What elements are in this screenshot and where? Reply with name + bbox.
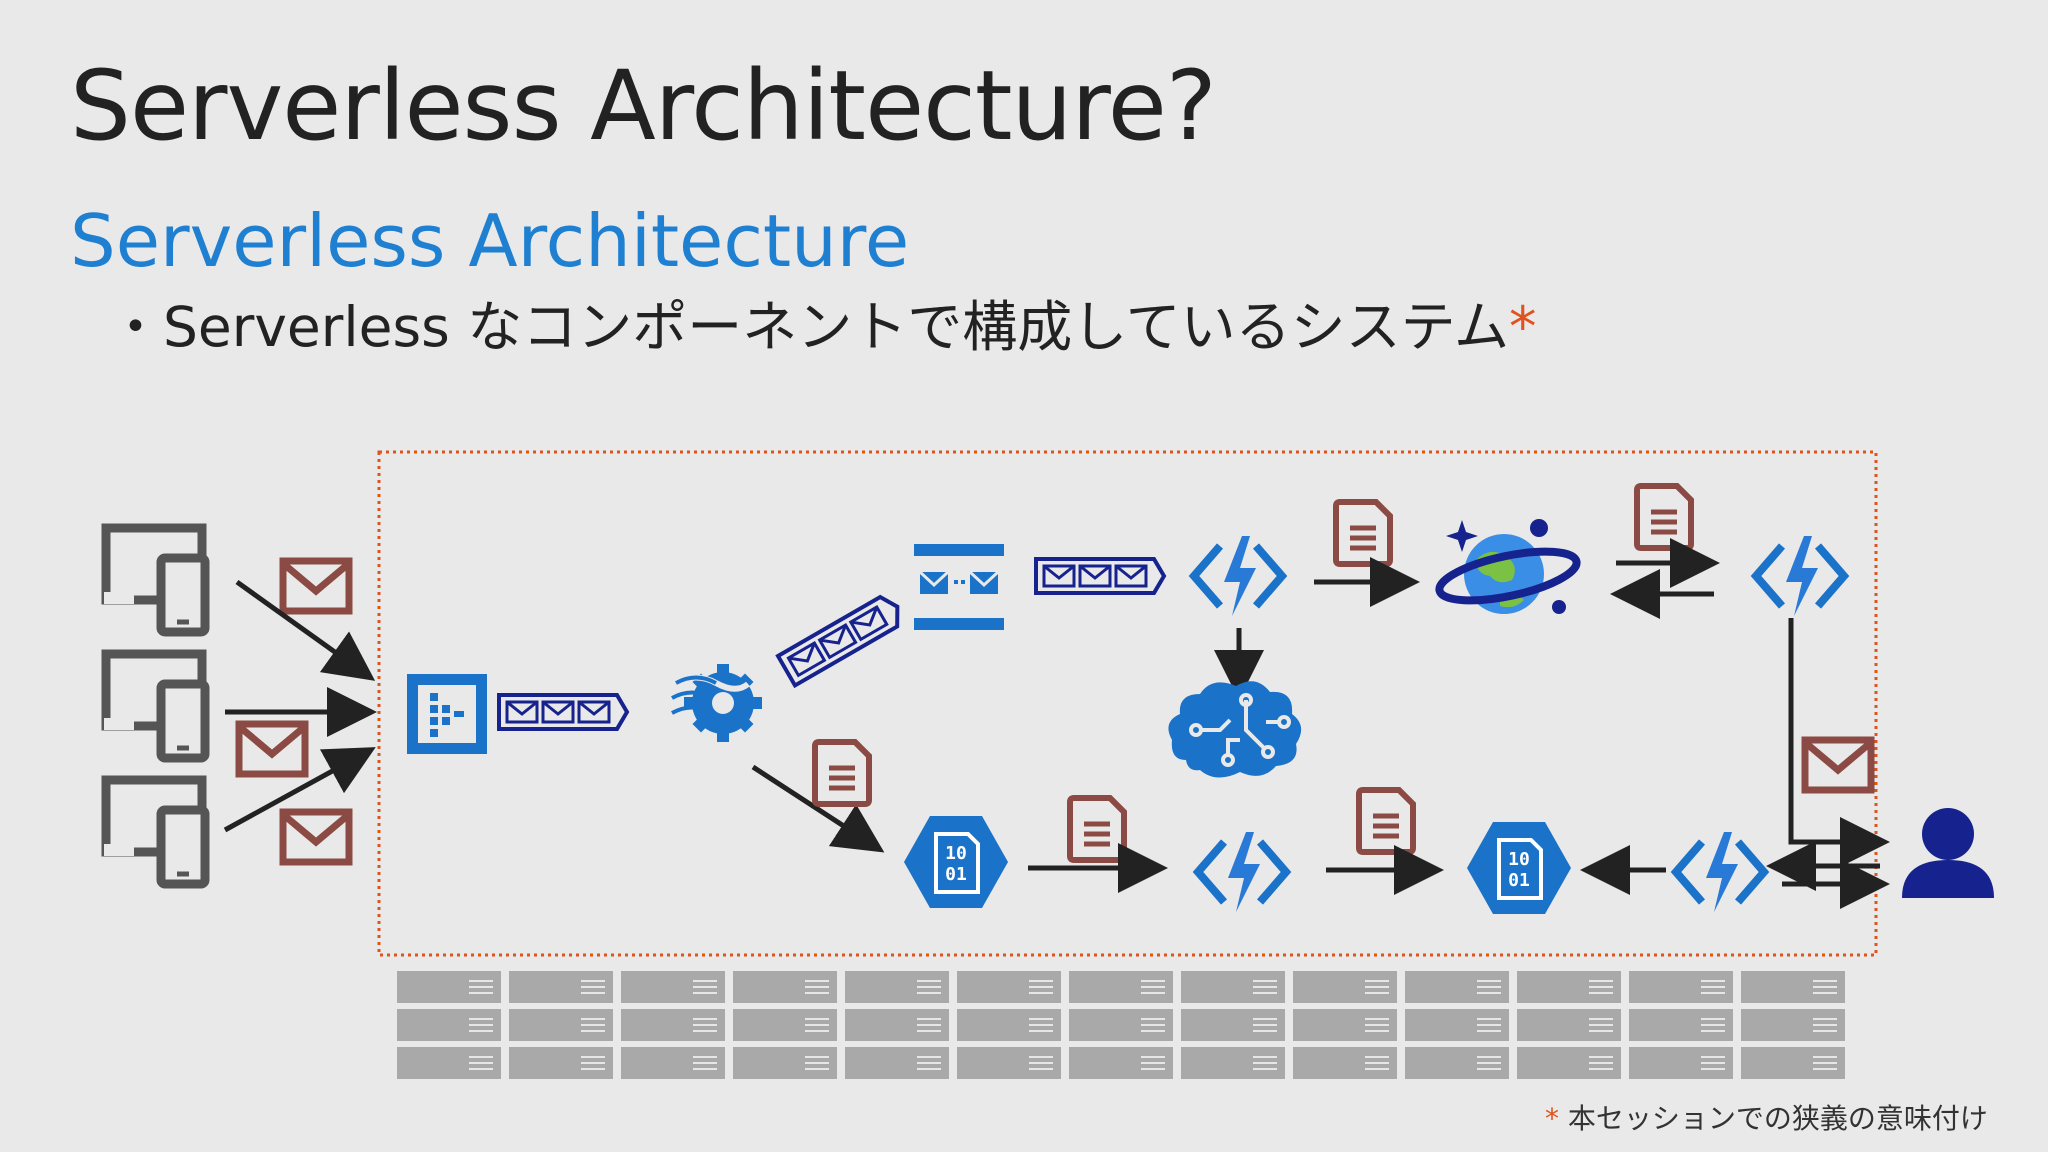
- footnote: * 本セッションでの狭義の意味付け: [1545, 1097, 1988, 1137]
- server-icon: [396, 970, 502, 1004]
- server-icon: [956, 1008, 1062, 1042]
- devices-icon: [104, 780, 205, 884]
- server-icon: [508, 1046, 614, 1080]
- mail-icon: [283, 561, 349, 611]
- document-icon: [1336, 502, 1390, 564]
- footnote-text: 本セッションでの狭義の意味付け: [1567, 1102, 1988, 1135]
- user-icon: [1902, 808, 1994, 898]
- server-icon: [732, 970, 838, 1004]
- server-icon: [1292, 1046, 1398, 1080]
- message-queue-icon: [776, 590, 908, 688]
- bullet-asterisk: *: [1509, 295, 1537, 359]
- document-icon: [1359, 790, 1413, 852]
- server-icon: [1516, 1008, 1622, 1042]
- server-icon: [844, 1046, 950, 1080]
- server-icon: [620, 1008, 726, 1042]
- mail-icon: [283, 812, 349, 862]
- devices-icon: [104, 528, 205, 632]
- function-icon: [1756, 536, 1844, 616]
- blob-label: 10: [945, 843, 967, 864]
- server-icon: [1180, 1008, 1286, 1042]
- service-bus-icon: [914, 544, 1004, 630]
- server-icon: [1180, 970, 1286, 1004]
- cosmos-db-icon: [1435, 519, 1581, 614]
- arrow: [235, 579, 376, 681]
- mail-icon: [239, 724, 305, 774]
- server-icon: [1740, 970, 1846, 1004]
- bullet-text: Serverless なコンポーネントで構成しているシステム: [163, 295, 1509, 359]
- server-icon: [1068, 1046, 1174, 1080]
- server-rack: [396, 970, 1846, 1080]
- bullet-marker: ・: [108, 295, 164, 359]
- server-icon: [1404, 1046, 1510, 1080]
- server-icon: [1740, 1046, 1846, 1080]
- server-icon: [732, 1008, 838, 1042]
- server-icon: [844, 1008, 950, 1042]
- server-icon: [1516, 970, 1622, 1004]
- arrow: [1788, 618, 1890, 867]
- server-icon: [1628, 1008, 1734, 1042]
- message-queue-icon: [497, 693, 629, 731]
- server-icon: [396, 1008, 502, 1042]
- slide-title: Serverless Architecture?: [70, 50, 1217, 162]
- server-icon: [1292, 1008, 1398, 1042]
- server-icon: [956, 1046, 1062, 1080]
- bullet-item: ・Serverless なコンポーネントで構成しているシステム*: [108, 300, 1537, 355]
- blob-storage-icon: 10 01: [902, 814, 1010, 910]
- mail-icon: [1805, 740, 1871, 790]
- server-icon: [1180, 1046, 1286, 1080]
- server-icon: [620, 970, 726, 1004]
- document-icon: [1637, 486, 1691, 548]
- server-icon: [620, 1046, 726, 1080]
- document-icon: [815, 742, 869, 804]
- footnote-asterisk: *: [1545, 1102, 1559, 1135]
- server-icon: [1628, 970, 1734, 1004]
- server-icon: [1740, 1008, 1846, 1042]
- blob-label: 01: [945, 864, 967, 885]
- server-icon: [732, 1046, 838, 1080]
- server-icon: [396, 1046, 502, 1080]
- function-icon: [1676, 832, 1764, 912]
- server-icon: [1628, 1046, 1734, 1080]
- blob-label: 10: [1508, 849, 1530, 870]
- server-icon: [1068, 970, 1174, 1004]
- server-icon: [1404, 1008, 1510, 1042]
- blob-label: 01: [1508, 870, 1530, 891]
- event-hubs-icon: [407, 674, 487, 754]
- server-icon: [1292, 970, 1398, 1004]
- server-icon: [1516, 1046, 1622, 1080]
- server-icon: [1068, 1008, 1174, 1042]
- function-icon: [1198, 832, 1286, 912]
- document-icon: [1070, 798, 1124, 860]
- stream-analytics-icon: [671, 664, 762, 742]
- slide-subtitle: Serverless Architecture: [70, 199, 910, 283]
- function-icon: [1194, 536, 1282, 616]
- server-icon: [508, 970, 614, 1004]
- cognitive-services-icon: [1168, 681, 1302, 778]
- message-queue-icon: [1034, 557, 1166, 595]
- devices-icon: [104, 654, 205, 758]
- arrow: [751, 764, 885, 853]
- server-icon: [844, 970, 950, 1004]
- server-icon: [508, 1008, 614, 1042]
- server-icon: [956, 970, 1062, 1004]
- blob-storage-icon: 10 01: [1465, 820, 1573, 916]
- arrow: [223, 747, 376, 833]
- server-icon: [1404, 970, 1510, 1004]
